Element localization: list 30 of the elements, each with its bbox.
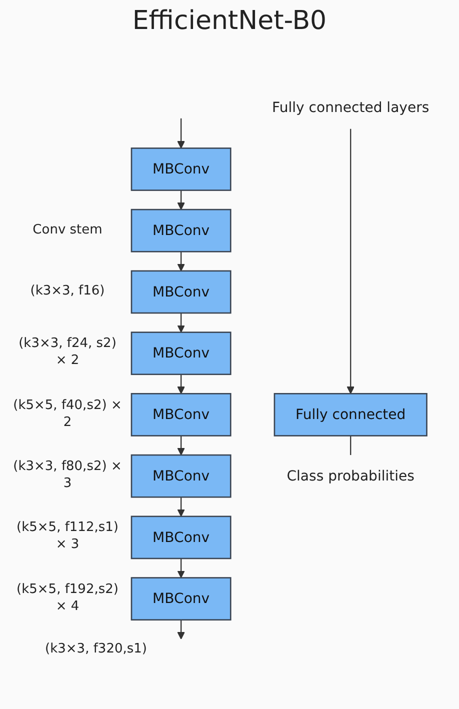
arrow [177, 313, 185, 333]
diagram-title: EfficientNet-B0 [132, 6, 327, 36]
arrow [177, 190, 185, 210]
layer-annotation: (k3×3, f24, s2) × 2 [18, 336, 118, 370]
arrow [177, 436, 185, 456]
layer-annotation: (k5×5, f192,s2) × 4 [16, 582, 120, 616]
layer-annotation: (k5×5, f112,s1) × 3 [16, 520, 120, 554]
arrow [177, 558, 185, 578]
text-label: Fully connected layers [272, 99, 430, 116]
layer-box: MBConv [130, 148, 232, 191]
layer-annotation: Conv stem [32, 222, 104, 240]
layer-box: MBConv [130, 516, 232, 560]
arrow [177, 620, 185, 640]
arrow [177, 497, 185, 517]
layer-box: MBConv [130, 577, 232, 620]
layer-annotation: (k3×3, f320,s1) [44, 641, 148, 658]
layer-annotation: (k3×3, f16) [29, 284, 106, 300]
arrow [177, 252, 185, 272]
layer-box: MBConv [130, 393, 232, 436]
text-label: Class probabilities [286, 467, 414, 484]
layer-box: MBConv [130, 208, 232, 252]
layer-box: Fully connected [274, 393, 428, 436]
layer-annotation: (k3×3, f80,s2) × 3 [12, 459, 123, 493]
layer-box: MBConv [130, 332, 232, 376]
layer-box: MBConv [130, 270, 232, 314]
arrow [177, 118, 185, 149]
layer-annotation: (k5×5, f40,s2) × 2 [12, 398, 123, 432]
arrow [346, 128, 354, 394]
layer-box: MBConv [130, 454, 232, 498]
arrow [177, 374, 185, 394]
